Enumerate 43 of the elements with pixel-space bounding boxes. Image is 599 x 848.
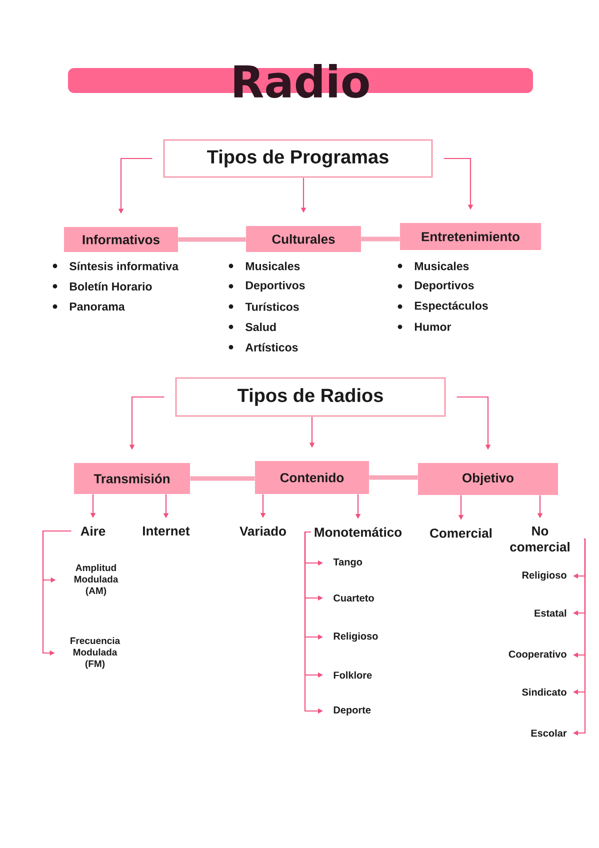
category-box: Entretenimiento	[400, 223, 541, 250]
item-label: Frecuencia Modulada (FM)	[70, 637, 120, 669]
list-item: Deportivos	[246, 280, 305, 292]
connector-line	[190, 476, 255, 481]
list-item: Síntesis informativa	[70, 262, 179, 270]
list-item: Artísticos	[245, 342, 298, 352]
item-label: Cooperativo	[508, 650, 566, 660]
branch-label: Comercial	[430, 528, 492, 538]
category-box: Contenido	[255, 461, 369, 494]
item-label: Cuarteto	[334, 594, 374, 602]
category-box: Informativos	[64, 227, 178, 252]
item-label: Estatal	[534, 609, 566, 617]
item-label: Escolar	[531, 729, 567, 737]
connector-line	[361, 236, 400, 242]
connector-line	[369, 475, 418, 480]
category-box: Objetivo	[418, 463, 558, 495]
category-box: Culturales	[246, 226, 361, 252]
item-label: Religioso	[522, 571, 566, 581]
branch-label: Variado	[240, 526, 286, 536]
item-label: Religioso	[334, 632, 378, 642]
item-label: Sindicato	[522, 688, 566, 696]
item-label: Tango	[333, 558, 362, 568]
heading-box: Tipos de Radios	[175, 377, 446, 417]
category-box: Transmisión	[74, 463, 190, 494]
item-label: Deporte	[334, 706, 371, 716]
branch-label: Internet	[143, 526, 190, 536]
list-item: Salud	[246, 322, 276, 332]
connector-line	[178, 237, 246, 242]
list-item: Panorama	[70, 302, 125, 311]
heading-box: Tipos de Programas	[163, 139, 433, 178]
item-label: Folklore	[334, 671, 372, 679]
list-item: Turísticos	[245, 302, 299, 311]
item-label: Amplitud Modulada (AM)	[74, 564, 118, 596]
branch-label: No comercial	[510, 526, 570, 552]
list-item: Deportivos	[414, 280, 474, 292]
list-item: Musicales	[414, 262, 469, 270]
branch-label: Aire	[80, 526, 106, 536]
list-item: Musicales	[246, 262, 300, 270]
list-item: Humor	[414, 322, 452, 331]
title-banner: Radio	[68, 64, 533, 98]
list-item: Boletín Horario	[70, 282, 152, 291]
list-item: Espectáculos	[414, 301, 488, 312]
branch-label: Monotemático	[314, 527, 402, 537]
